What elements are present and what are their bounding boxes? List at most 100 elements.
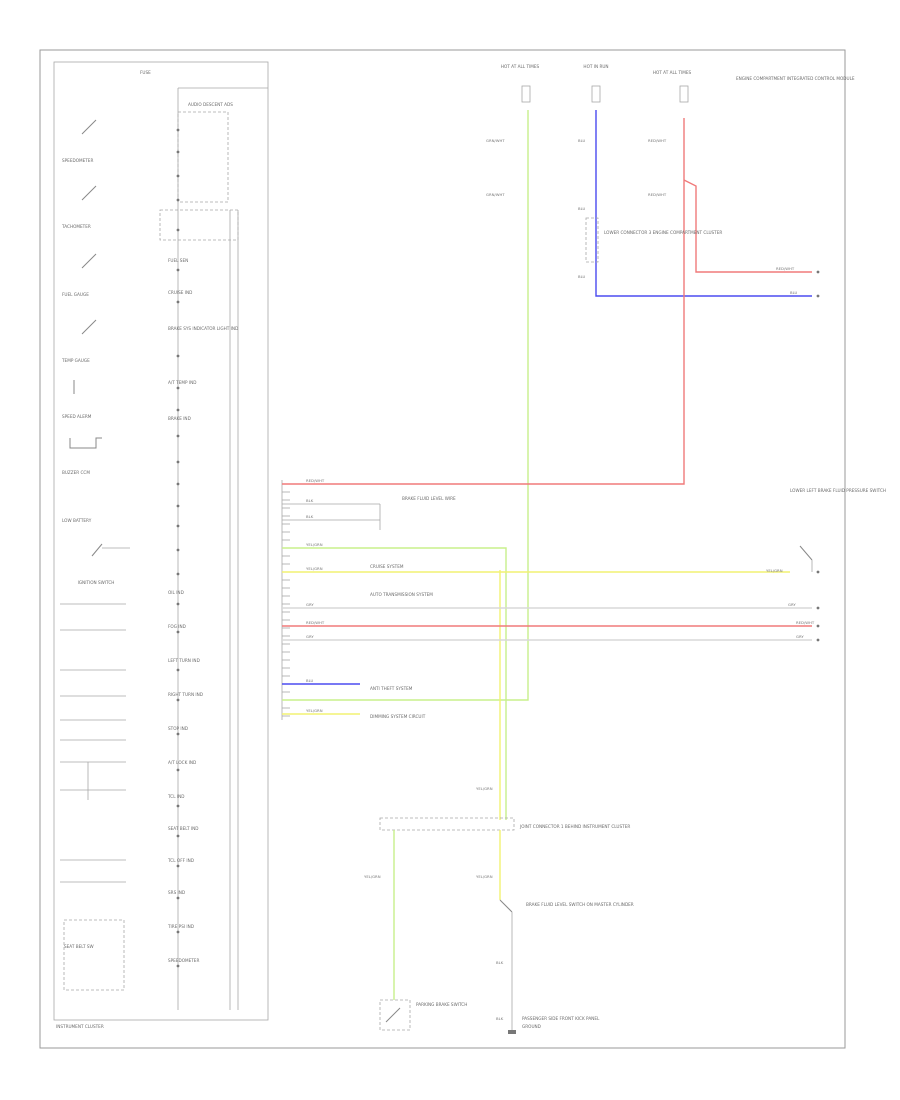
fuse-label: HOT AT ALL TIMES — [501, 64, 540, 69]
left-stubs — [60, 603, 126, 883]
connector-dot — [176, 964, 180, 968]
wire-color-label: GRN/WHT — [486, 138, 505, 143]
edge-connector-pins — [816, 270, 820, 642]
edge-pin — [816, 606, 820, 610]
fuse-label: HOT IN RUN — [583, 64, 608, 69]
splice-box-lower — [379, 817, 515, 831]
connector-dot — [176, 228, 180, 232]
connector-dot — [176, 864, 180, 868]
splice-box — [585, 217, 599, 263]
connector-dot — [176, 548, 180, 552]
gauge-needle-icon — [81, 119, 97, 135]
gauge-label: LOW BATTERY — [62, 518, 92, 523]
indicator-label: A/T LOCK IND — [168, 760, 196, 765]
connector-dot — [176, 460, 180, 464]
cluster-fuse-label: AUDIO DESCENT ADS — [188, 102, 233, 107]
pin-note: BRAKE FLUID LEVEL WIRE — [402, 496, 456, 501]
connector-dot — [176, 174, 180, 178]
indicator-label: SPEEDOMETER — [168, 958, 199, 963]
connector-dot — [176, 408, 180, 412]
connector-dot — [176, 128, 180, 132]
cluster-connector-box — [159, 209, 239, 241]
parking-brake-box — [379, 999, 411, 1031]
wire-red-branch — [683, 179, 812, 273]
indicator-label: SEAT BELT IND — [168, 826, 199, 831]
indicator-label: FUEL SEN — [168, 258, 188, 263]
connector-dot — [176, 896, 180, 900]
connector-dot — [176, 434, 180, 438]
right-module-label: ENGINE COMPARTMENT INTEGRATED CONTROL MO… — [736, 76, 855, 81]
wire-color-label: YEL/GRN — [306, 542, 323, 547]
gauge-label: TACHOMETER — [61, 224, 91, 229]
indicator-label: SRS IND — [168, 890, 185, 895]
connector-pin-ticks — [282, 483, 290, 717]
wire-color-label: GRN/WHT — [486, 192, 505, 197]
indicator-label: CRUISE IND — [168, 290, 192, 295]
indicator-label: RIGHT TURN IND — [168, 692, 203, 697]
indicator-label: STOP IND — [168, 726, 188, 731]
ground-icon — [508, 1030, 516, 1034]
wire-color-label: YEL/GRN — [766, 568, 783, 573]
wire-color-label: BLK — [306, 514, 314, 519]
indicator-label: TCL OFF IND — [167, 858, 194, 863]
wire-color-label: RED/WHT — [796, 620, 815, 625]
edge-pin — [816, 270, 820, 274]
wire-color-label: GRY — [306, 634, 314, 639]
gauge-needle-icon — [81, 319, 97, 335]
indicator-label: LEFT TURN IND — [168, 658, 200, 663]
wire-color-label: BLU — [578, 206, 586, 211]
gauge-label: SPEEDOMETER — [62, 158, 93, 163]
connector-dot — [176, 732, 180, 736]
connector-dot — [176, 768, 180, 772]
wire-color-label: GRY — [306, 602, 314, 607]
brake-pressure-label: LOWER LEFT BRAKE FLUID PRESSURE SWITCH — [790, 488, 886, 493]
wire-color-label: YEL/GRN — [306, 566, 323, 571]
connector-dot — [176, 698, 180, 702]
brake-pressure-switch-icon — [799, 545, 813, 561]
connector-dot — [176, 668, 180, 672]
gauge-label: FUEL GAUGE — [62, 292, 89, 297]
connector-dot — [176, 198, 180, 202]
gauge-needle-icon — [81, 185, 97, 201]
indicator-label: SEAT BELT SW — [64, 944, 94, 949]
connector-dot — [176, 804, 180, 808]
wire-color-label: GRY — [796, 634, 804, 639]
gauge-label: BUZZER CCM — [62, 470, 90, 475]
gauge-label: TEMP GAUGE — [61, 358, 90, 363]
indicator-label: BRAKE SYS INDICATOR LIGHT IND — [168, 326, 238, 331]
pin-note: AUTO TRANSMISSION SYSTEM — [370, 592, 433, 597]
parking-brake-switch-icon — [385, 1007, 401, 1023]
wire-color-label: RED/WHT — [306, 478, 325, 483]
ignition-switch-icon — [91, 543, 103, 557]
edge-pin — [816, 570, 820, 574]
indicator-label: TIRE PSI IND — [167, 924, 194, 929]
connector-dot — [176, 354, 180, 358]
wire-green-brake — [282, 547, 507, 820]
connector-dot — [176, 834, 180, 838]
ground-label-2: GROUND — [522, 1024, 541, 1029]
ground-label: PASSENGER SIDE FRONT KICK PANEL — [522, 1016, 600, 1021]
fuse-label: HOT AT ALL TIMES — [653, 70, 692, 75]
wire-color-label: YEL/GRN — [476, 874, 493, 879]
diagram-frame — [39, 49, 846, 1049]
wire-color-label: BLU — [578, 138, 586, 143]
fuse-icon — [679, 85, 689, 103]
connector-dot — [176, 930, 180, 934]
wire-red-main — [282, 118, 685, 485]
wire-color-label: YEL/GRN — [476, 786, 493, 791]
indicator-label: FOG IND — [168, 624, 186, 629]
connector-dot — [176, 524, 180, 528]
edge-pin — [816, 638, 820, 642]
wire-color-label: RED/WHT — [776, 266, 795, 271]
wire-color-label: BLU — [790, 290, 798, 295]
indicator-label: A/T TEMP IND — [168, 380, 196, 385]
gauge-label: SPEED ALERM — [62, 414, 92, 419]
gauge-needle-icon — [81, 253, 97, 269]
cluster-title: INSTRUMENT CLUSTER — [56, 1024, 104, 1029]
cluster-inner-box — [177, 111, 229, 203]
wire-color-label: BLU — [306, 678, 314, 683]
connector-dot — [176, 602, 180, 606]
buzzer-coil-icon — [69, 437, 102, 449]
ignition-switch-label: IGNITION SWITCH — [78, 580, 115, 585]
